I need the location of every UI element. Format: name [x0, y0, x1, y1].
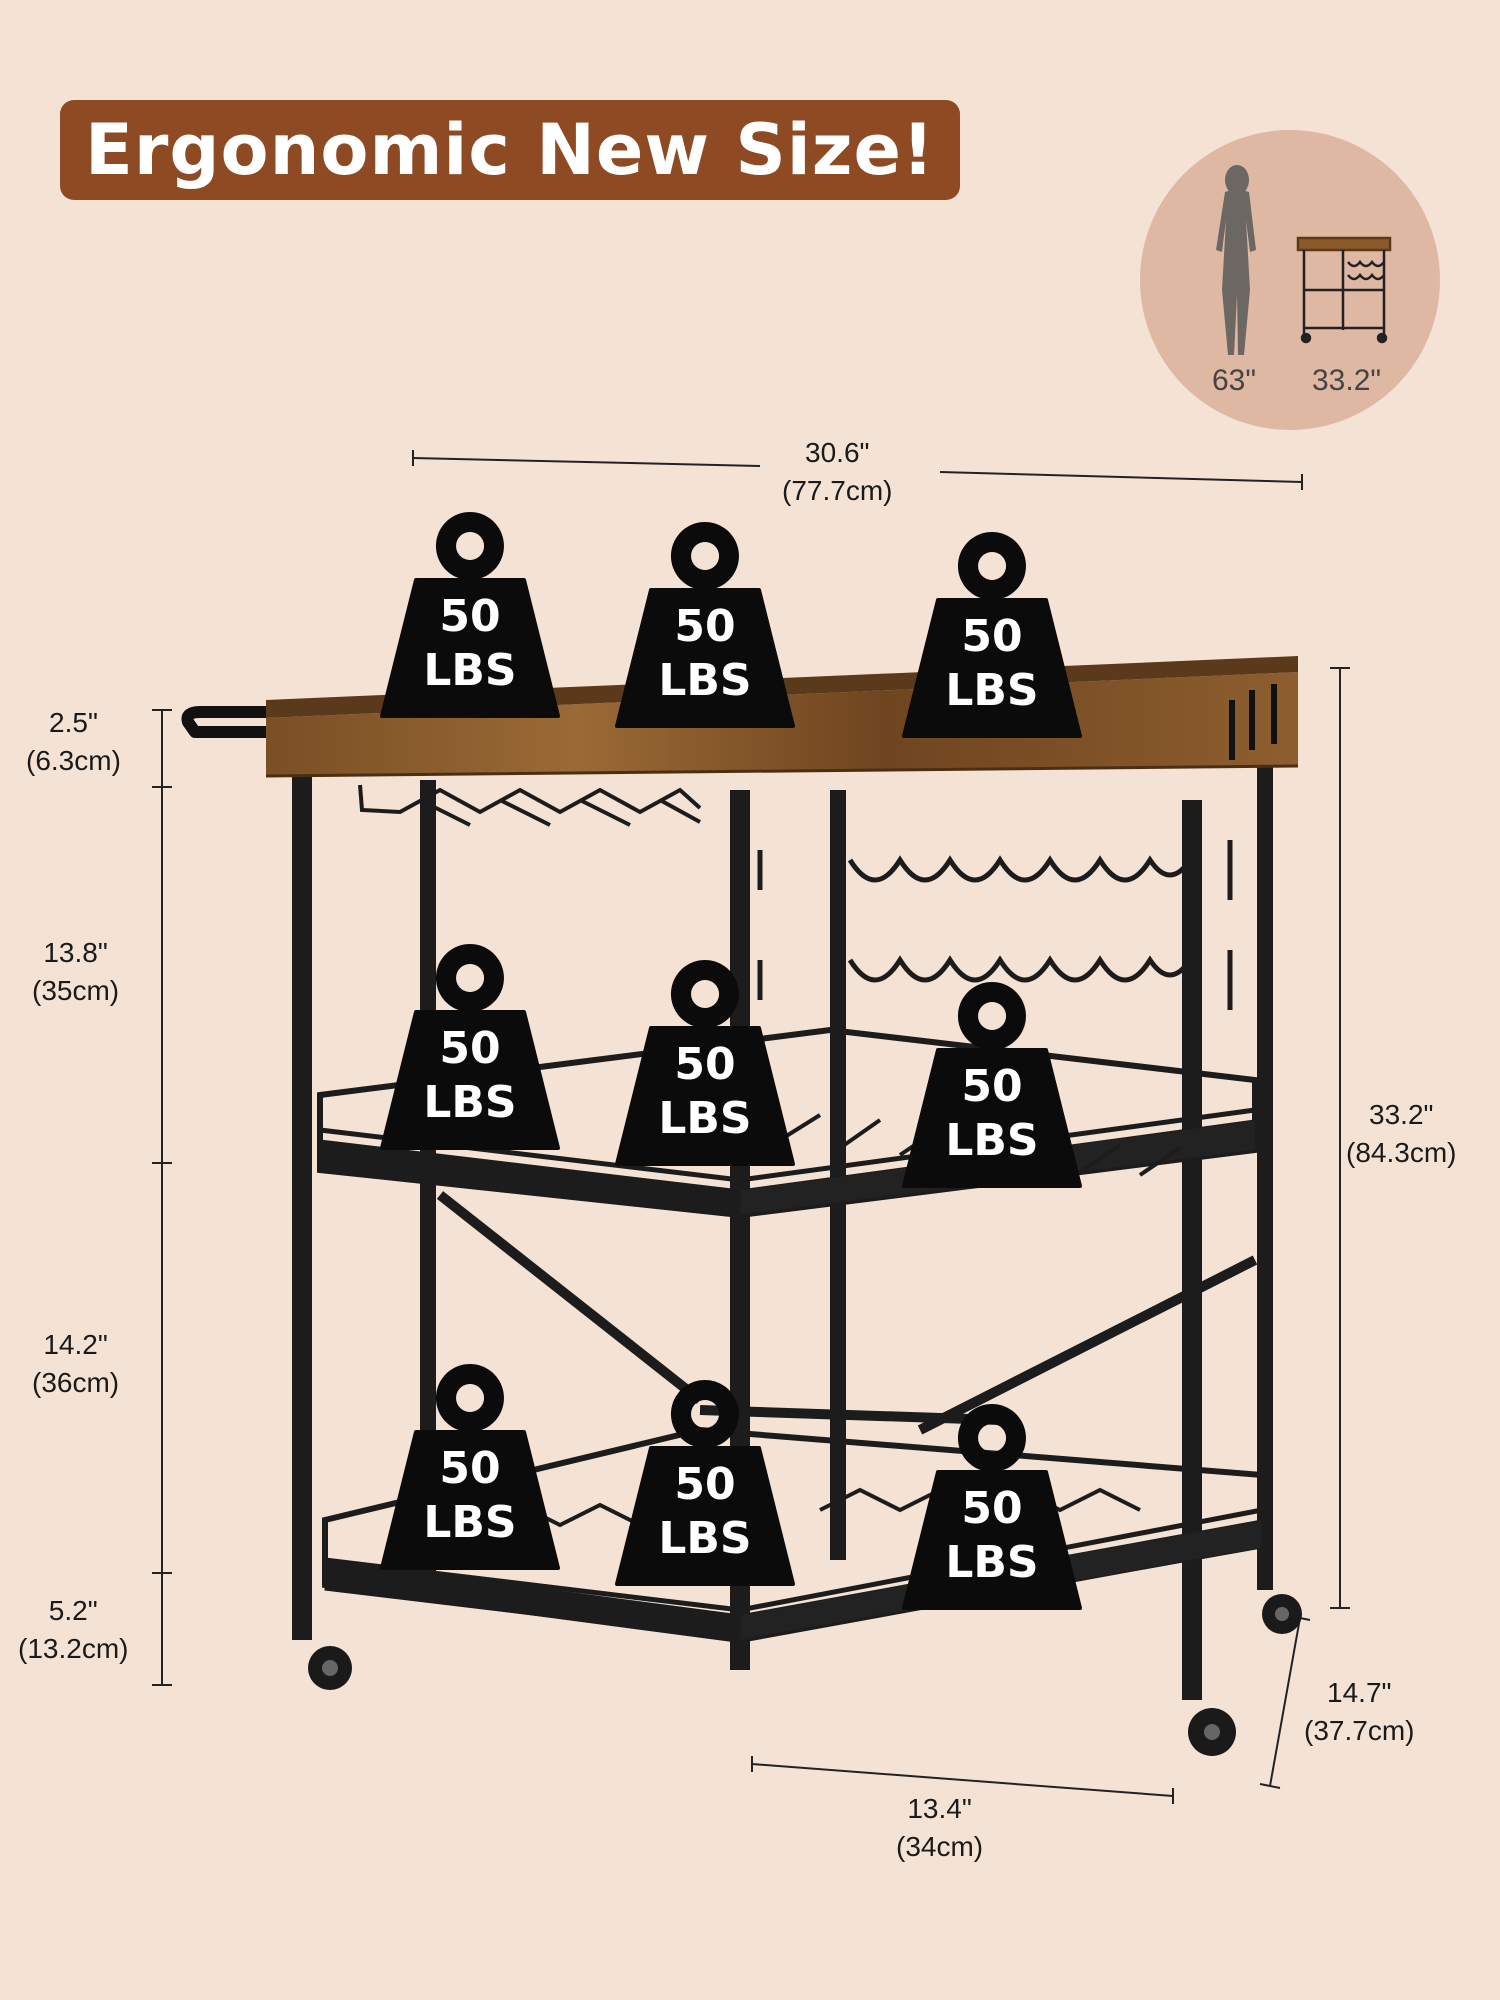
weight-badge: 50 LBS	[615, 520, 795, 730]
weight-unit: LBS	[945, 1115, 1039, 1166]
dim-upper-gap: 13.8"(35cm)	[32, 937, 120, 1006]
cart-height-label: 33.2"	[1312, 364, 1382, 397]
weight-badge: 50 LBS	[380, 942, 560, 1152]
weight-icon	[380, 1364, 560, 1570]
title-banner: Ergonomic New Size!	[60, 100, 960, 200]
dim-depth: 14.7"(37.7cm)	[1304, 1677, 1415, 1746]
weight-unit: LBS	[658, 1513, 752, 1564]
weight-unit: LBS	[423, 1497, 517, 1548]
weight-icon	[380, 944, 560, 1150]
weight-icon	[902, 982, 1082, 1188]
banner-title: Ergonomic New Size!	[85, 109, 935, 191]
dim-tray-height: 2.5"(6.3cm)	[26, 707, 121, 776]
weight-unit: LBS	[423, 645, 517, 696]
person-height-label: 63"	[1212, 364, 1257, 397]
person-silhouette-icon	[1216, 165, 1256, 355]
comparison-illustration	[1216, 165, 1392, 355]
weight-value: 50	[439, 1023, 501, 1074]
weight-badge: 50 LBS	[902, 980, 1082, 1190]
weight-icon	[380, 512, 560, 718]
weight-unit: LBS	[658, 655, 752, 706]
dimension-lines	[152, 450, 1350, 1804]
weight-icon	[615, 1380, 795, 1586]
weight-value: 50	[961, 1483, 1023, 1534]
weight-value: 50	[961, 1061, 1023, 1112]
weight-icon	[615, 522, 795, 728]
weight-icon	[902, 532, 1082, 738]
weight-badge: 50 LBS	[380, 1362, 560, 1572]
weight-icon	[902, 1404, 1082, 1610]
weight-badge: 50 LBS	[902, 530, 1082, 740]
weight-badge: 50 LBS	[615, 958, 795, 1168]
weight-value: 50	[439, 1443, 501, 1494]
weight-unit: LBS	[945, 665, 1039, 716]
dim-middle-gap: 14.2"(36cm)	[32, 1329, 120, 1398]
weight-unit: LBS	[423, 1077, 517, 1128]
weight-value: 50	[961, 611, 1023, 662]
weight-unit: LBS	[658, 1093, 752, 1144]
weight-badge: 50 LBS	[380, 510, 560, 720]
weight-badge: 50 LBS	[902, 1402, 1082, 1612]
weight-badge: 50 LBS	[615, 1378, 795, 1588]
mini-cart-icon	[1296, 236, 1392, 344]
weight-value: 50	[674, 601, 736, 652]
dim-total-height: 33.2"(84.3cm)	[1346, 1099, 1457, 1168]
dim-bottom-clearance: 5.2"(13.2cm)	[18, 1595, 129, 1664]
wine-glass-holder	[358, 784, 702, 827]
size-comparison-circle: 63" 33.2"	[1140, 130, 1440, 430]
wine-bottle-rack	[757, 840, 1233, 1010]
dim-shelf-width: 13.4"(34cm)	[896, 1793, 984, 1862]
caster-wheels	[308, 1594, 1302, 1756]
cart-handle	[181, 706, 266, 738]
weight-unit: LBS	[945, 1537, 1039, 1588]
weight-value: 50	[674, 1459, 736, 1510]
weight-icon	[615, 960, 795, 1166]
dim-width: 30.6"(77.7cm)	[782, 437, 893, 506]
weight-value: 50	[674, 1039, 736, 1090]
weight-value: 50	[439, 591, 501, 642]
